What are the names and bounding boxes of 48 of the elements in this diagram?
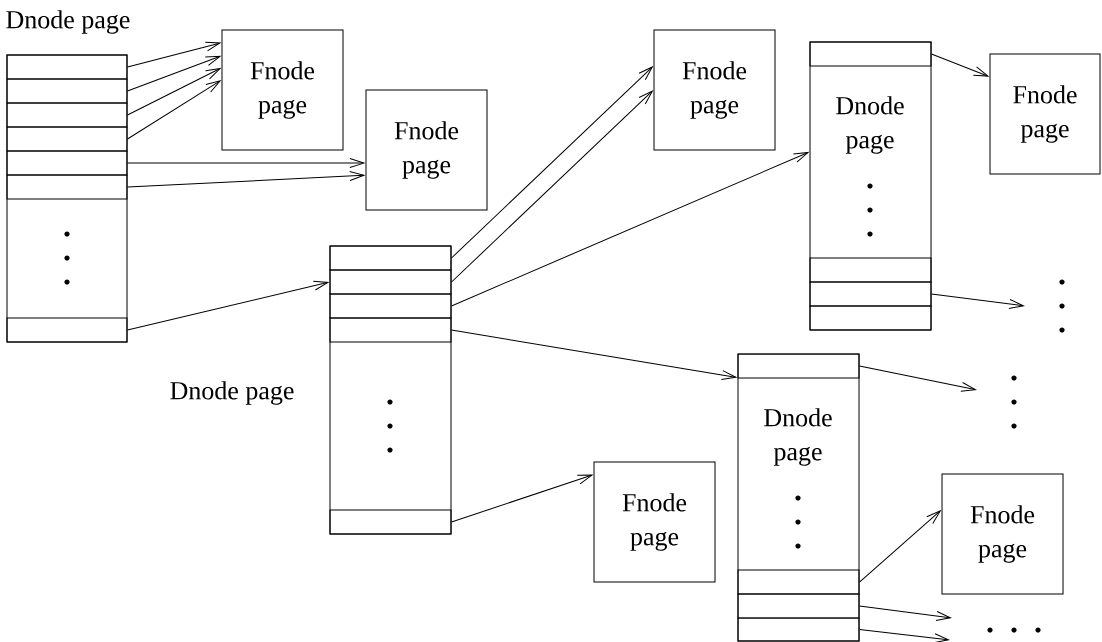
page-box: Fnode page xyxy=(989,53,1101,175)
page-box: Fnode page xyxy=(221,29,344,151)
page-box: Fnode page xyxy=(653,29,776,151)
slot-box xyxy=(737,593,860,619)
slot-box xyxy=(6,150,128,176)
slot-box xyxy=(737,353,860,379)
arrow xyxy=(451,90,653,283)
slot-box xyxy=(329,269,452,295)
slot-box xyxy=(329,317,452,343)
arrow xyxy=(859,365,976,392)
arrow xyxy=(859,629,949,642)
page-heading: Dnode page xyxy=(170,381,294,405)
arrow xyxy=(931,53,989,77)
arrow xyxy=(859,510,941,583)
slot-box xyxy=(809,305,932,331)
page-box: Fnode page xyxy=(365,89,488,211)
slot-box xyxy=(329,245,452,271)
arrow xyxy=(127,171,365,188)
slot-box xyxy=(737,569,860,595)
slot-box xyxy=(809,281,932,307)
slot-box xyxy=(737,617,860,642)
slot-box xyxy=(329,293,452,319)
slot-box xyxy=(809,257,932,283)
slot-box xyxy=(6,54,128,80)
arrow xyxy=(127,41,221,68)
page-heading: Dnode page xyxy=(6,10,130,34)
arrow xyxy=(451,329,737,380)
arrow xyxy=(451,152,809,307)
arrow xyxy=(127,68,221,116)
slot-box xyxy=(329,509,452,535)
arrow xyxy=(451,66,653,259)
page-heading: Dnode page xyxy=(764,408,832,466)
page-box: Fnode page xyxy=(941,473,1064,595)
page-heading: Dnode page xyxy=(836,96,904,154)
slot-box xyxy=(809,41,932,67)
slot-box xyxy=(6,102,128,128)
arrow xyxy=(127,158,365,169)
slot-box xyxy=(6,174,128,200)
slot-box xyxy=(6,317,128,343)
arrow xyxy=(127,280,329,331)
arrow xyxy=(931,293,1024,309)
slot-box xyxy=(6,126,128,152)
arrow xyxy=(859,605,951,621)
arrow xyxy=(127,80,221,140)
arrow xyxy=(451,474,593,523)
slot-box xyxy=(6,78,128,104)
arrow xyxy=(127,55,221,92)
page-box: Fnode page xyxy=(593,461,716,583)
